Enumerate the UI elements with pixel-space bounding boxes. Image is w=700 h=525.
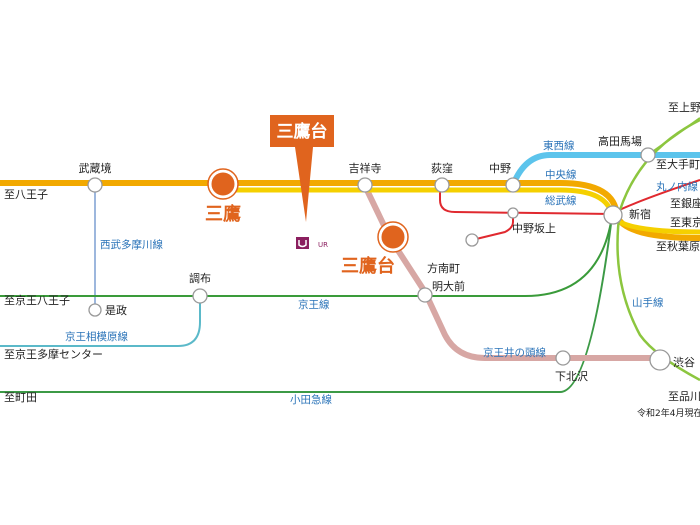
odakyu-line	[0, 215, 613, 393]
station-chofu[interactable]	[192, 288, 208, 304]
station-nakanosakaue[interactable]	[507, 207, 519, 219]
marunouchi-branch	[471, 213, 514, 241]
label-shibuya: 渋谷	[673, 356, 695, 369]
inokashira-line	[362, 184, 660, 361]
station-honancho[interactable]	[465, 233, 479, 247]
label-sobu: 総武線	[545, 194, 577, 207]
dest-keio-hachioji: 至京王八王子	[4, 293, 70, 307]
yamanote-north	[647, 117, 700, 156]
label-mitakadai: 三鷹台	[341, 255, 395, 277]
label-odakyu: 小田急線	[290, 393, 332, 406]
station-koremasa[interactable]	[88, 303, 102, 317]
label-sagamihara: 京王相模原線	[65, 330, 128, 343]
dest-hachioji: 至八王子	[4, 188, 48, 201]
dest-ueno: 至上野	[668, 101, 700, 114]
label-shimokitazawa: 下北沢	[555, 369, 588, 383]
label-keio: 京王線	[298, 298, 330, 311]
ur-logo-icon: UR	[296, 237, 328, 249]
label-inokashira: 京王井の頭線	[483, 346, 546, 359]
station-shibuya[interactable]	[649, 349, 671, 371]
dest-machida: 至町田	[4, 391, 37, 404]
station-shimokitazawa[interactable]	[555, 350, 571, 366]
label-nakanosakaue: 中野坂上	[512, 222, 556, 235]
dest-shinagawa: 至品川	[668, 390, 700, 403]
label-mitaka: 三鷹	[205, 203, 241, 225]
label-tozai: 東西線	[543, 139, 575, 152]
dest-ginza: 至銀座	[670, 196, 700, 210]
station-meidaimae[interactable]	[417, 287, 433, 303]
station-mitaka-ring	[207, 168, 239, 200]
keio-line	[0, 215, 613, 297]
station-mitakadai-highlight[interactable]	[378, 222, 408, 252]
station-nakano[interactable]	[505, 177, 521, 193]
label-nakano: 中野	[489, 162, 511, 175]
label-shinjuku: 新宿	[629, 207, 651, 221]
label-takadanobaba: 高田馬場	[598, 134, 642, 148]
station-ogikubo[interactable]	[434, 177, 450, 193]
label-honancho: 方南町	[427, 261, 460, 275]
dest-akihabara: 至秋葉原	[656, 239, 700, 253]
label-ogikubo: 荻窪	[431, 161, 453, 175]
label-kichijoji: 吉祥寺	[349, 161, 382, 175]
label-musashisakai: 武蔵境	[79, 161, 112, 175]
label-meidaimae: 明大前	[432, 279, 465, 293]
dest-otemachi: 至大手町	[656, 157, 700, 171]
stations	[87, 147, 671, 371]
callout-label: 三鷹台	[277, 121, 328, 142]
station-shinjuku[interactable]	[603, 205, 623, 225]
date-note: 令和2年4月現在	[637, 407, 700, 419]
station-takadanobaba[interactable]	[640, 147, 656, 163]
station-kichijoji[interactable]	[357, 177, 373, 193]
ur-logo-text: UR	[318, 241, 328, 249]
callout: 三鷹台	[270, 115, 334, 222]
station-mitaka-highlight[interactable]	[208, 169, 238, 199]
label-seibu-tamagawa: 西武多摩川線	[100, 238, 163, 251]
label-chofu: 調布	[189, 271, 211, 285]
label-marunouchi: 丸ノ内線	[656, 180, 698, 193]
station-mitakadai-ring	[377, 221, 409, 253]
keio-sagamihara-line	[0, 292, 201, 347]
marunouchi-line	[439, 186, 613, 215]
dest-tokyo: 至東京	[670, 215, 700, 229]
station-musashisakai[interactable]	[87, 177, 103, 193]
sobu-line	[220, 187, 700, 235]
dest-keio-tama-center: 至京王多摩センター	[4, 347, 103, 361]
label-yamanote: 山手線	[632, 296, 664, 309]
label-chuo: 中央線	[545, 168, 577, 181]
label-koremasa: 是政	[105, 303, 127, 317]
